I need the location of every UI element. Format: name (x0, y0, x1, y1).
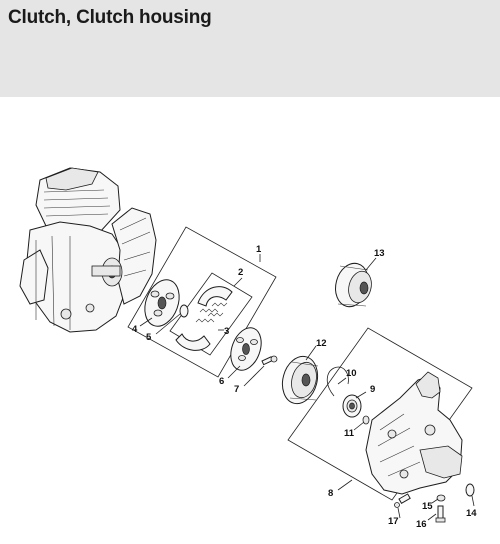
clutch-housing (365, 371, 463, 495)
screw-16 (435, 505, 446, 523)
circlip (326, 366, 349, 397)
engine-illustration (19, 167, 157, 333)
o-ring (465, 483, 475, 497)
callout-16: 16 (416, 519, 427, 530)
callout-8: 8 (328, 488, 333, 499)
callout-12: 12 (316, 338, 327, 349)
page-header: Clutch, Clutch housing (0, 0, 500, 97)
bearing (342, 394, 362, 418)
housing-frame (287, 327, 473, 501)
leader-lines (139, 254, 475, 521)
callout-5: 5 (146, 332, 152, 343)
sleeve (362, 415, 370, 425)
callout-11: 11 (344, 428, 355, 439)
clutch-shoes (175, 286, 233, 351)
washer (179, 304, 189, 318)
callout-4: 4 (132, 324, 138, 335)
callout-3: 3 (224, 326, 229, 337)
screw-7 (261, 355, 278, 366)
callout-15: 15 (422, 501, 433, 512)
carrier-plate-right (230, 327, 262, 371)
callout-17: 17 (388, 516, 399, 527)
exploded-parts-diagram: 1 2 3 4 5 6 7 8 9 10 11 12 13 14 15 16 1… (19, 167, 477, 530)
washer-15 (436, 494, 446, 502)
callout-6: 6 (219, 376, 224, 387)
page-title: Clutch, Clutch housing (8, 7, 212, 28)
carrier-plate-left (144, 279, 180, 327)
callout-9: 9 (370, 384, 375, 395)
sprocket (335, 262, 372, 308)
callout-10: 10 (346, 368, 357, 379)
callout-14: 14 (466, 508, 477, 519)
screw-17 (394, 493, 411, 508)
callout-13: 13 (374, 248, 385, 259)
callout-7: 7 (234, 384, 239, 395)
clutch-drum (281, 355, 319, 405)
callout-1: 1 (256, 244, 262, 255)
clutch-assembly-frame (127, 226, 277, 378)
callout-2: 2 (238, 267, 243, 278)
